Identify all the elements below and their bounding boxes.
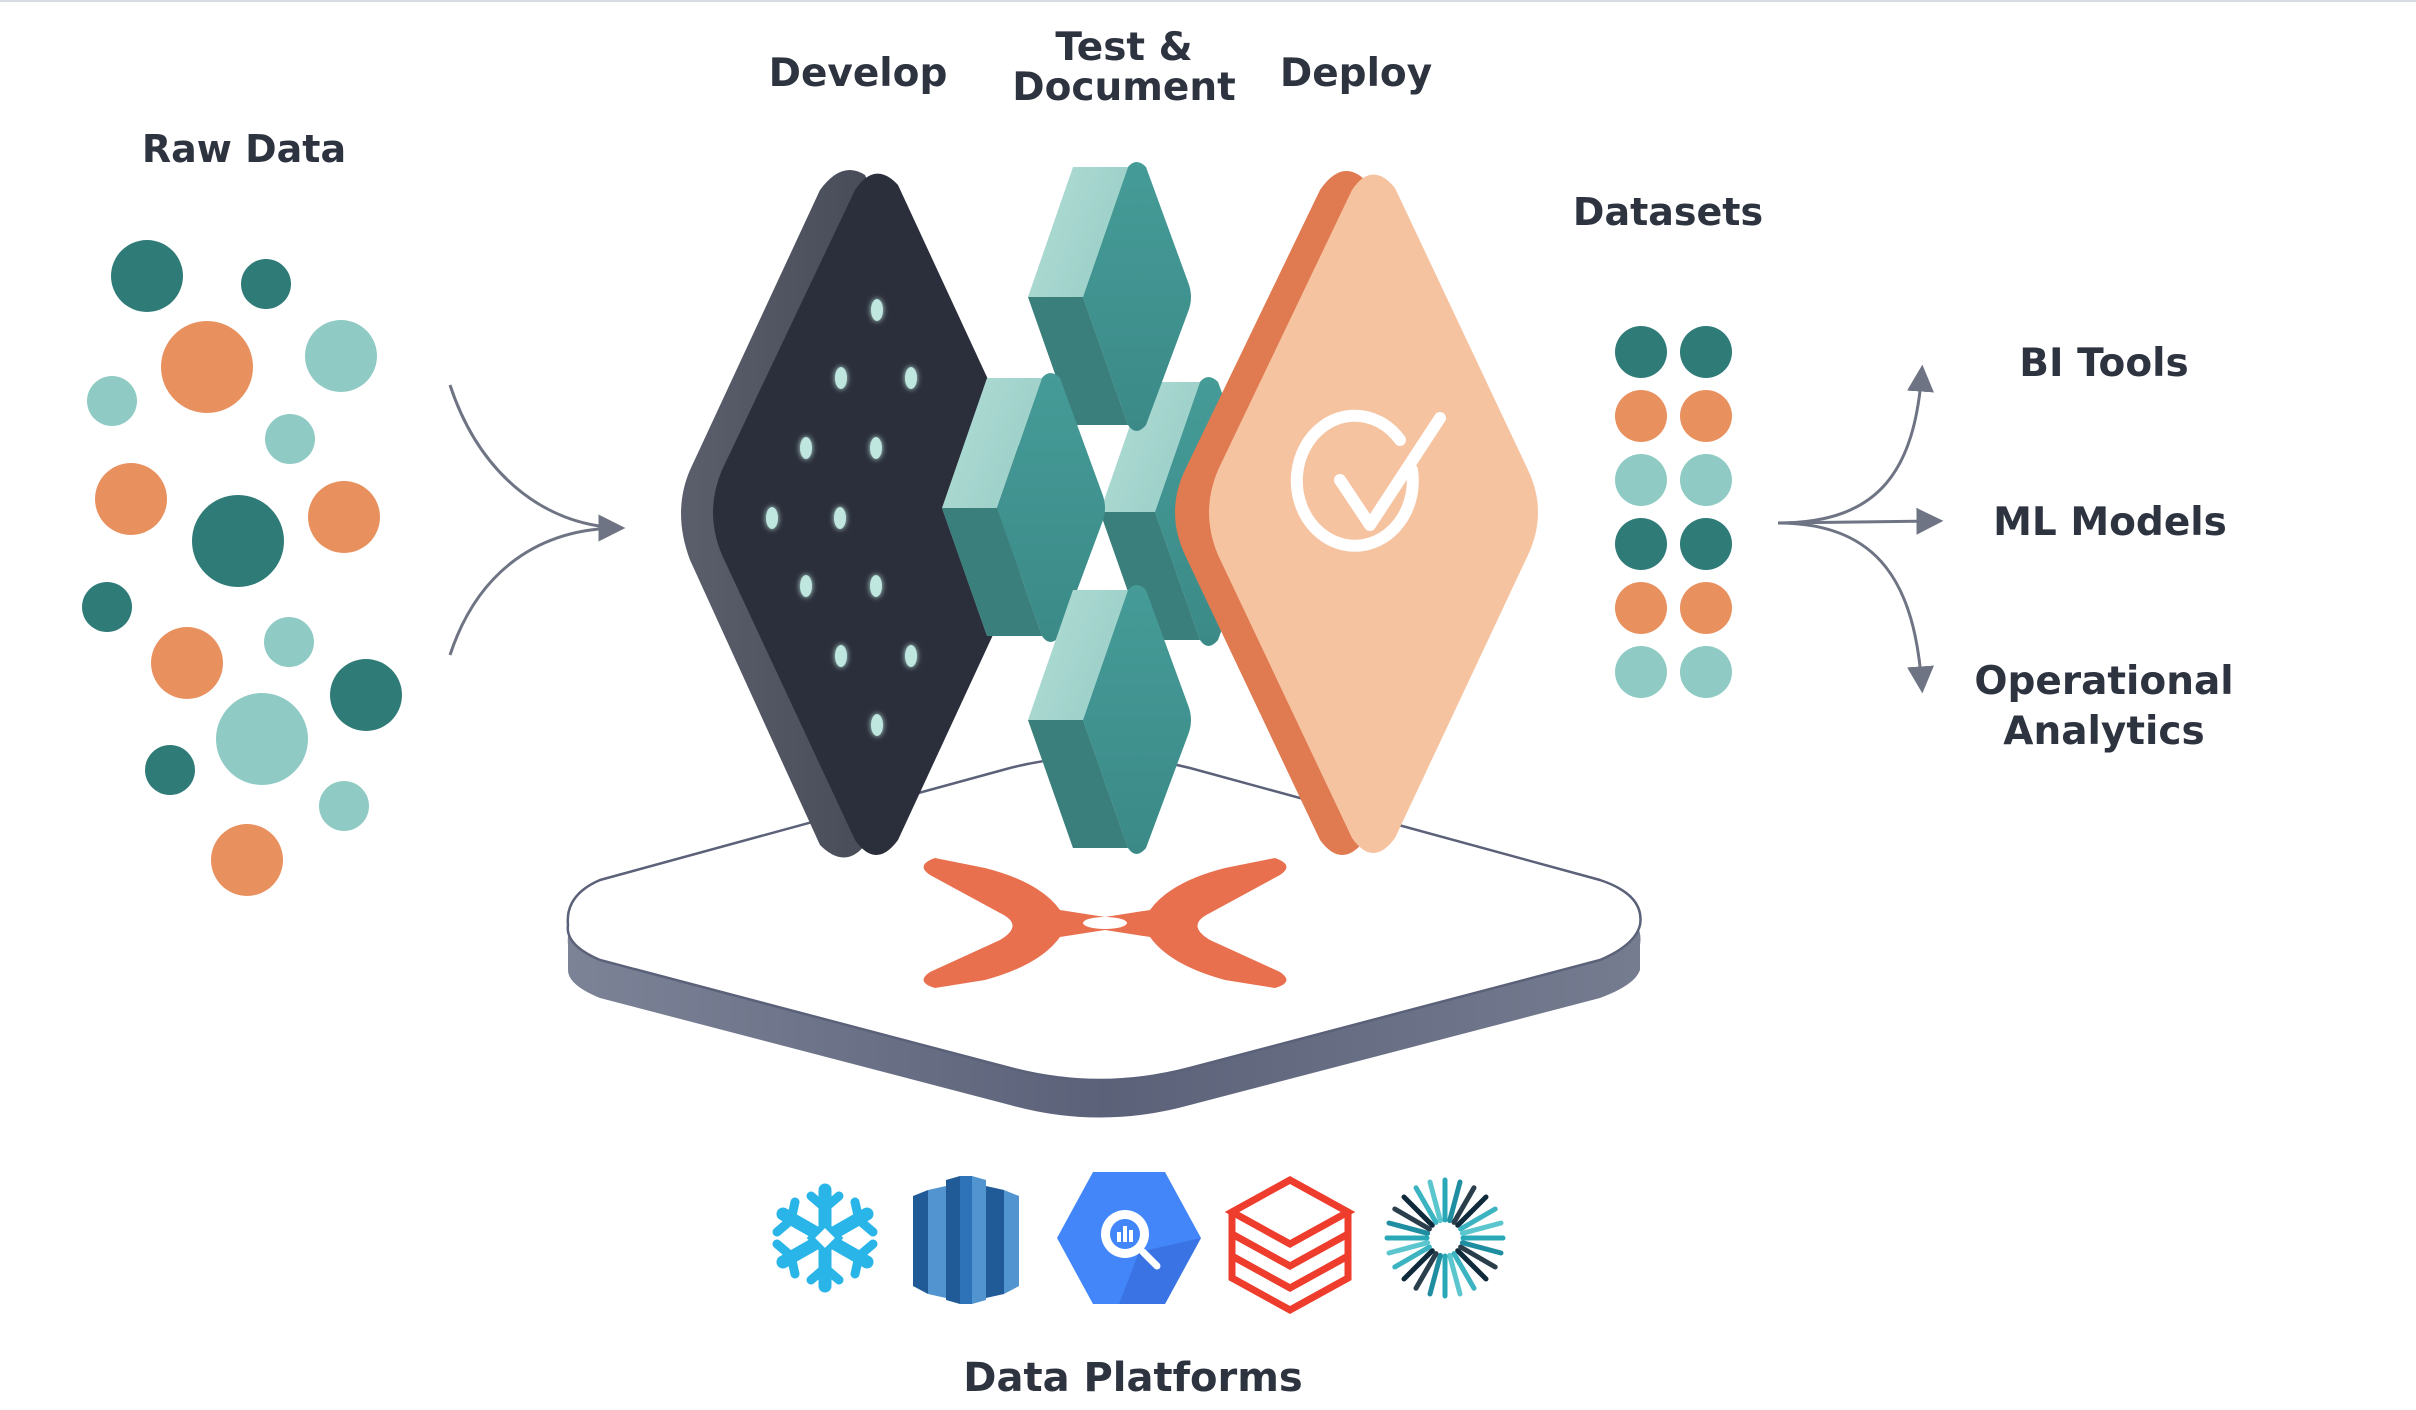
develop-glow-dot	[766, 507, 778, 529]
dataset-dot	[1680, 326, 1732, 378]
starburst-ray	[1413, 1185, 1439, 1225]
test-document-label-line1: Test &	[1055, 25, 1192, 70]
dataset-dot	[1680, 390, 1732, 442]
ml-models-label: ML Models	[1993, 500, 2227, 545]
raw-data-dots	[82, 240, 402, 896]
input-arrows	[448, 384, 626, 656]
starburst-ray	[1447, 1179, 1463, 1224]
develop-glow-dot	[905, 645, 917, 667]
raw-data-dot	[319, 781, 369, 831]
data-platforms-label: Data Platforms	[963, 1355, 1302, 1401]
deploy-diamond	[1175, 171, 1538, 855]
raw-data-dot	[111, 240, 183, 312]
raw-data-dot	[192, 495, 284, 587]
dataset-dot	[1615, 326, 1667, 378]
develop-glow-dot	[834, 507, 846, 529]
starburst-ray	[1458, 1244, 1498, 1270]
develop-glow-dot	[835, 645, 847, 667]
starburst-ray	[1455, 1194, 1489, 1228]
starburst-ray	[1459, 1220, 1504, 1236]
develop-diamond-face	[713, 173, 1040, 856]
raw-data-dot	[211, 824, 283, 896]
raw-data-dot	[161, 321, 253, 413]
raw-data-dot	[265, 414, 315, 464]
deploy-label: Deploy	[1280, 51, 1432, 96]
databricks-icon	[1224, 1176, 1356, 1314]
raw-data-dot	[151, 627, 223, 699]
raw-data-label: Raw Data	[142, 127, 346, 171]
starburst-ray	[1392, 1206, 1432, 1232]
develop-glow-dot	[800, 437, 812, 459]
dataset-dot	[1615, 454, 1667, 506]
starburst-ray	[1386, 1220, 1431, 1236]
raw-data-dot	[95, 463, 167, 535]
dataset-dot	[1615, 390, 1667, 442]
dataset-dot	[1615, 518, 1667, 570]
operational-analytics-label-line2: Analytics	[2003, 709, 2204, 754]
raw-data-dot	[305, 320, 377, 392]
raw-data-dot	[145, 745, 195, 795]
starburst-ray	[1451, 1185, 1477, 1225]
dataset-dot	[1680, 454, 1732, 506]
dataset-dots	[1615, 326, 1732, 698]
dataset-dot	[1615, 582, 1667, 634]
top-border	[0, 0, 2416, 2]
snowflake-icon	[772, 1183, 878, 1293]
redshift-icon	[913, 1176, 1019, 1304]
starburst-ray	[1401, 1194, 1435, 1228]
develop-glow-dot	[870, 437, 882, 459]
test-document-cubes	[942, 162, 1263, 854]
starburst-ray	[1392, 1244, 1432, 1270]
output-arrows	[1777, 364, 1944, 694]
starburst-ray	[1455, 1248, 1489, 1282]
starburst-ray	[1413, 1251, 1439, 1291]
dataset-dot	[1680, 582, 1732, 634]
datasets-label: Datasets	[1573, 190, 1763, 234]
develop-glow-dots	[766, 299, 917, 736]
check-circle-icon	[1290, 409, 1446, 552]
raw-data-dot	[330, 659, 402, 731]
test-cube	[1028, 162, 1191, 431]
develop-label: Develop	[769, 51, 948, 96]
dataset-dot	[1615, 646, 1667, 698]
starburst-ray	[1459, 1240, 1504, 1256]
bi-tools-label: BI Tools	[2019, 341, 2188, 386]
develop-glow-dot	[871, 299, 883, 321]
starburst-ray	[1427, 1179, 1443, 1224]
raw-data-dot	[308, 481, 380, 553]
starburst-ray	[1386, 1240, 1431, 1256]
dbt-logo-icon	[923, 858, 1287, 988]
test-document-label-line2: Document	[1012, 65, 1236, 110]
develop-glow-dot	[800, 575, 812, 597]
starburst-ray	[1447, 1252, 1463, 1297]
starburst-icon	[1384, 1177, 1506, 1299]
output-arrow-bi	[1777, 364, 1934, 525]
starburst-ray	[1427, 1252, 1443, 1297]
starburst-ray	[1401, 1248, 1435, 1282]
raw-data-dot	[264, 617, 314, 667]
develop-diamond	[681, 170, 1040, 858]
output-arrow-ops	[1777, 521, 1934, 694]
raw-data-dot	[216, 693, 308, 785]
dataset-dot	[1680, 518, 1732, 570]
platform-icons	[772, 1172, 1506, 1314]
operational-analytics-label-line1: Operational	[1974, 659, 2233, 704]
develop-glow-dot	[835, 367, 847, 389]
test-cube	[1028, 585, 1191, 854]
starburst-ray	[1451, 1251, 1477, 1291]
input-arrow-top	[448, 384, 621, 530]
develop-glow-dot	[905, 367, 917, 389]
test-cube	[942, 373, 1105, 642]
bigquery-icon	[1057, 1172, 1201, 1304]
output-arrow-ml	[1777, 507, 1944, 535]
raw-data-dot	[82, 582, 132, 632]
develop-glow-dot	[870, 575, 882, 597]
dataset-dot	[1680, 646, 1732, 698]
develop-glow-dot	[871, 714, 883, 736]
starburst-ray	[1458, 1206, 1498, 1232]
input-arrow-bottom	[448, 514, 626, 656]
raw-data-dot	[241, 259, 291, 309]
raw-data-dot	[87, 376, 137, 426]
